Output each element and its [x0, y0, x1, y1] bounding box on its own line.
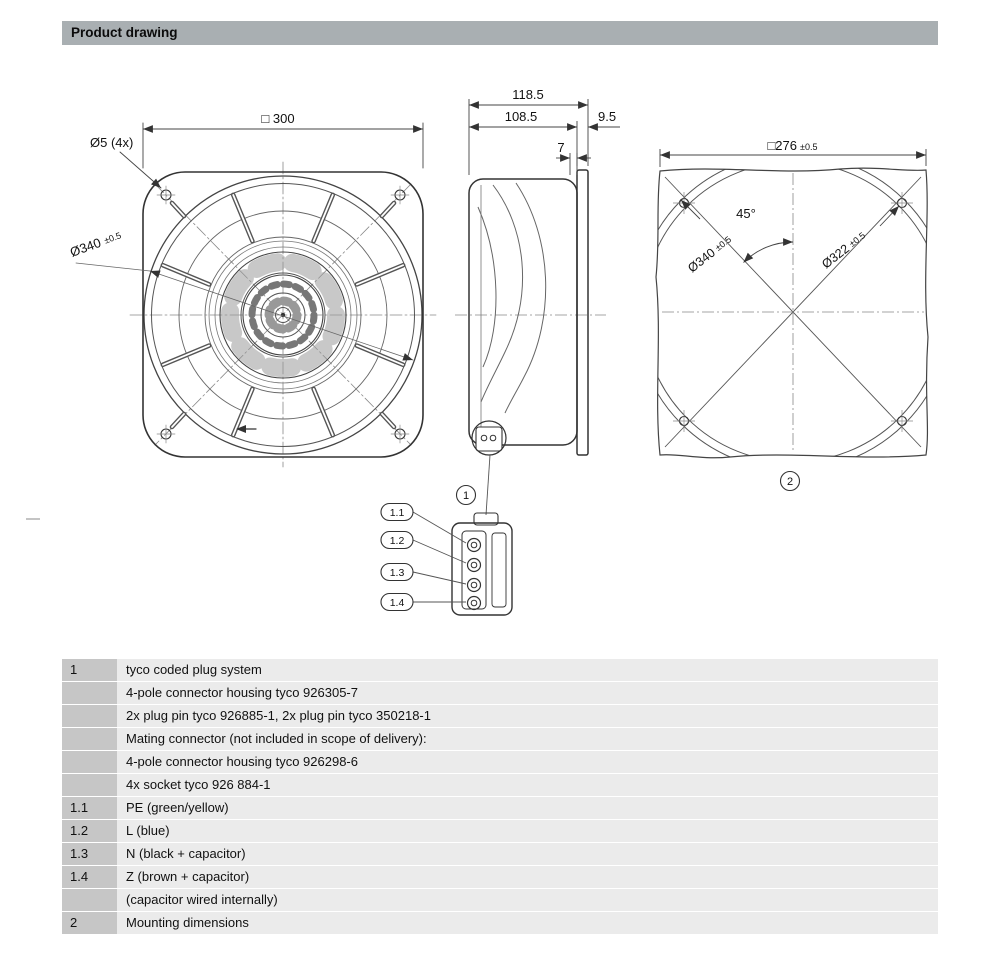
callout-1-1-label: 1.1 — [390, 507, 405, 519]
connector-housing — [451, 512, 513, 616]
dim-side-flange-offset-label: 9.5 — [598, 109, 616, 124]
legend-key — [62, 705, 117, 727]
legend-desc: L (blue) — [117, 820, 938, 842]
dim-front-holes-label: Ø5 (4x) — [90, 135, 133, 150]
callout-2-label: 2 — [787, 476, 793, 488]
mounting-flange — [576, 169, 589, 456]
connector-terminals — [466, 537, 482, 611]
legend-desc: tyco coded plug system — [117, 659, 938, 681]
legend-desc: Z (brown + capacitor) — [117, 866, 938, 888]
dim-mounting-angle: 45° — [736, 206, 794, 263]
legend-desc: N (black + capacitor) — [117, 843, 938, 865]
guard-frame — [142, 171, 424, 458]
legend-desc: (capacitor wired internally) — [117, 889, 938, 911]
dim-mounting-square: □276 ±0.5 — [659, 138, 927, 167]
legend-key: 1.4 — [62, 866, 117, 888]
legend-key: 1 — [62, 659, 117, 681]
dim-front-square: □ 300 — [142, 111, 424, 169]
callout-1-2-label: 1.2 — [390, 535, 405, 547]
legend-row: 1 tyco coded plug system — [62, 659, 938, 681]
callout-1-1: 1.1 — [380, 502, 414, 522]
legend-key: 1.3 — [62, 843, 117, 865]
legend-key: 1.2 — [62, 820, 117, 842]
callout-1-2: 1.2 — [380, 530, 414, 550]
callout-2: 2 — [779, 470, 801, 492]
terminal-box — [475, 426, 503, 452]
legend-desc: PE (green/yellow) — [117, 797, 938, 819]
rotor-hub — [242, 274, 324, 356]
mounting-plate-outline — [655, 167, 929, 459]
housing-body — [468, 178, 578, 446]
dim-front-diameter-tol: ±0.5 — [103, 230, 123, 245]
dim-side-flange-thickness-label: 7 — [557, 140, 564, 155]
legend-row: 1.2 L (blue) — [62, 820, 938, 842]
connector-detail: 1 1.1 — [380, 454, 513, 616]
legend-desc: 2x plug pin tyco 926885-1, 2x plug pin t… — [117, 705, 938, 727]
dim-front-diameter-label: Ø340 — [68, 235, 103, 260]
callout-1-4: 1.4 — [380, 592, 414, 612]
dim-mounting-outer-circle: Ø340 ±0.5 — [680, 199, 733, 275]
legend-row: 4x socket tyco 926 884-1 — [62, 774, 938, 796]
product-drawing-svg: □ 300 Ø5 (4x) Ø340 ±0.5 — [26, 87, 929, 616]
dim-mounting-angle-label: 45° — [736, 206, 756, 221]
dim-side-flange-thickness: 7 — [556, 140, 591, 175]
front-view: □ 300 Ø5 (4x) Ø340 ±0.5 — [68, 111, 437, 468]
dim-mounting-inner-circle-tol: ±0.5 — [847, 230, 867, 249]
section-title: Product drawing — [71, 25, 178, 40]
dim-mounting-square-tol: ±0.5 — [800, 142, 817, 152]
legend-row: 1.1 PE (green/yellow) — [62, 797, 938, 819]
legend-key — [62, 774, 117, 796]
legend-row: 2x plug pin tyco 926885-1, 2x plug pin t… — [62, 705, 938, 727]
legend-key — [62, 751, 117, 773]
hole-center-marks — [156, 185, 410, 444]
dim-side-housing-depth-label: 108.5 — [505, 109, 538, 124]
legend-row: Mating connector (not included in scope … — [62, 728, 938, 750]
legend-row: 2 Mounting dimensions — [62, 912, 938, 934]
callout-1-3-label: 1.3 — [390, 567, 405, 579]
pin-callouts: 1.1 1.2 1.3 1.4 — [380, 502, 467, 612]
detail-marker-circle — [471, 420, 507, 456]
dim-mounting-square-label: □276 — [767, 138, 797, 153]
legend-desc: 4-pole connector housing tyco 926305-7 — [117, 682, 938, 704]
legend-table: 1 tyco coded plug system 4-pole connecto… — [62, 659, 938, 934]
dim-side-housing-depth: 108.5 — [469, 109, 578, 166]
dim-side-total-depth-label: 118.5 — [512, 87, 544, 102]
callout-1: 1 — [455, 484, 477, 506]
legend-row: 1.3 N (black + capacitor) — [62, 843, 938, 865]
dim-mounting-outer-circle-label: Ø340 — [685, 245, 718, 275]
legend-key — [62, 682, 117, 704]
legend-key: 1.1 — [62, 797, 117, 819]
blade-silhouettes — [477, 182, 547, 439]
legend-key — [62, 889, 117, 911]
rotation-direction-arrow — [236, 425, 257, 433]
legend-desc: Mating connector (not included in scope … — [117, 728, 938, 750]
dim-mounting-outer-circle-tol: ±0.5 — [713, 234, 733, 253]
mounting-centerlines — [662, 173, 924, 453]
callout-1-label: 1 — [463, 490, 469, 502]
dim-front-square-label: □ 300 — [261, 111, 294, 126]
callout-1-3: 1.3 — [380, 562, 414, 582]
legend-desc: 4-pole connector housing tyco 926298-6 — [117, 751, 938, 773]
dim-side-total-depth: 118.5 — [468, 87, 589, 175]
legend-row: 4-pole connector housing tyco 926298-6 — [62, 751, 938, 773]
legend-key — [62, 728, 117, 750]
dim-front-holes: Ø5 (4x) — [90, 135, 162, 189]
side-view: 118.5 108.5 9.5 7 — [455, 87, 620, 456]
dim-side-flange-offset: 9.5 — [588, 109, 620, 131]
detail-leader-line — [485, 454, 491, 516]
legend-row: (capacitor wired internally) — [62, 889, 938, 911]
legend-row: 1.4 Z (brown + capacitor) — [62, 866, 938, 888]
legend-row: 4-pole connector housing tyco 926305-7 — [62, 682, 938, 704]
dim-mounting-inner-circle: Ø322 ±0.5 — [819, 205, 900, 271]
product-drawing-figure: □ 300 Ø5 (4x) Ø340 ±0.5 — [0, 57, 1000, 652]
callout-1-4-label: 1.4 — [390, 597, 405, 609]
legend-desc: 4x socket tyco 926 884-1 — [117, 774, 938, 796]
section-header: Product drawing — [62, 21, 938, 45]
legend-key: 2 — [62, 912, 117, 934]
mounting-view: □276 ±0.5 45° Ø340 ±0.5 Ø322 ±0.5 — [655, 138, 929, 492]
legend-desc: Mounting dimensions — [117, 912, 938, 934]
